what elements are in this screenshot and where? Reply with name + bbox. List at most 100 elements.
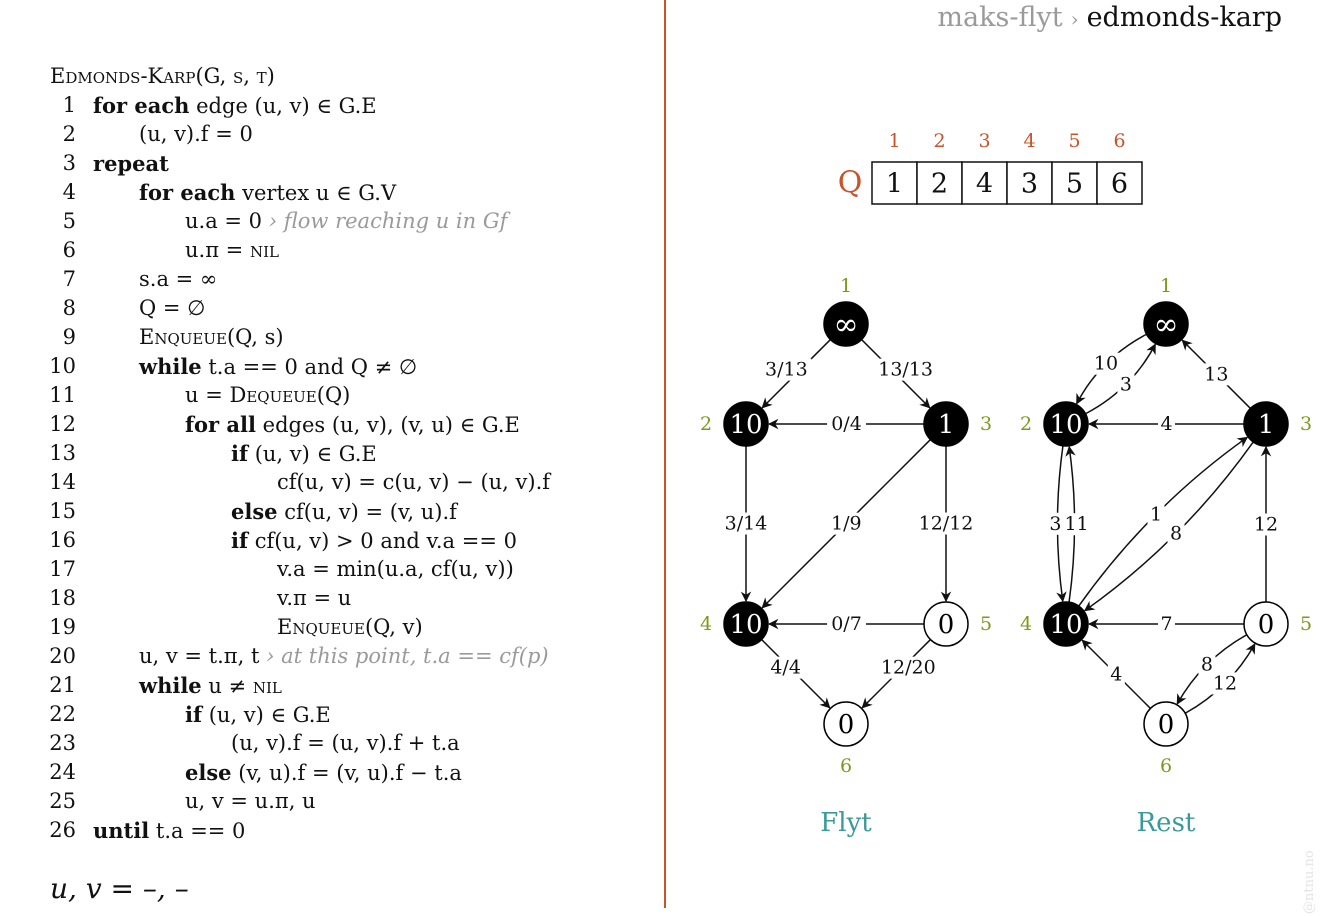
edge-label-bg <box>1107 663 1125 686</box>
edge-label: 0/4 <box>831 413 862 435</box>
queue-index: 1 <box>888 130 900 152</box>
breadcrumb-separator: › <box>1070 7 1079 31</box>
code-text: for all edges (u, v), (v, u) ∈ G.E <box>185 412 520 437</box>
node-number: 6 <box>840 755 852 777</box>
node-number: 6 <box>1160 755 1172 777</box>
line-number: 19 <box>49 615 76 639</box>
code-comment: › flow reaching u in Gf <box>262 209 508 233</box>
edge-label-bg <box>1198 653 1216 676</box>
line-number: 10 <box>49 354 76 378</box>
code-text: (u, v).f = 0 <box>139 122 253 146</box>
line-number: 24 <box>49 760 76 784</box>
line-number: 15 <box>49 499 76 523</box>
code-text: u.π = nil <box>185 238 279 262</box>
edge-label-bg <box>1252 513 1280 536</box>
node-value: 0 <box>1158 710 1175 740</box>
node-number: 4 <box>700 613 712 635</box>
queue-cell <box>916 161 963 205</box>
queue-label: Q <box>838 166 863 201</box>
queue-index: 5 <box>1068 130 1080 152</box>
edge-label: 4/4 <box>770 657 801 679</box>
edge-label-bg <box>877 656 939 679</box>
edge-label: 11 <box>1064 513 1088 535</box>
edge-label-bg <box>1167 522 1185 545</box>
node-value: ∞ <box>1154 308 1179 343</box>
line-number: 1 <box>62 93 76 117</box>
code-text: if cf(u, v) > 0 and v.a == 0 <box>231 528 517 553</box>
queue-index: 4 <box>1023 130 1035 152</box>
edge-label-bg <box>1046 512 1064 535</box>
edge-label: 3 <box>1049 513 1061 535</box>
edge-label-bg <box>1147 503 1165 526</box>
code-text: while u ≠ nil <box>139 673 282 698</box>
edge-label: 4 <box>1110 663 1122 685</box>
edge-label: 12 <box>1254 514 1278 536</box>
edge-label-bg <box>721 512 771 535</box>
queue-value: 1 <box>886 169 903 200</box>
node-number: 4 <box>1020 613 1032 635</box>
edge-label-bg <box>1092 352 1121 375</box>
graph-node <box>723 601 769 647</box>
edge-label: 3/13 <box>765 359 808 381</box>
line-number: 18 <box>49 586 76 610</box>
line-number: 12 <box>49 412 76 436</box>
queue-value: 2 <box>931 169 948 200</box>
code-comment: › at this point, t.a == cf(p) <box>259 644 549 668</box>
node-value: 0 <box>838 710 855 740</box>
graph-node <box>923 401 969 447</box>
edge-label: 12 <box>1213 672 1237 694</box>
edge-label: 1 <box>1150 503 1162 525</box>
node-number: 5 <box>980 613 992 635</box>
code-text: Enqueue(Q, s) <box>139 325 284 349</box>
line-number: 8 <box>62 296 76 320</box>
code-text: (u, v).f = (u, v).f + t.a <box>231 731 460 755</box>
node-value: 1 <box>938 410 955 440</box>
edge-label-bg <box>1062 513 1091 536</box>
node-number: 3 <box>1300 413 1312 435</box>
node-value: 0 <box>938 610 955 640</box>
uv-state: u, v = –, – <box>50 872 189 905</box>
graph-node <box>1243 601 1289 647</box>
line-number: 9 <box>62 325 76 349</box>
line-number: 23 <box>49 731 76 755</box>
edge-label-bg <box>766 656 806 679</box>
breadcrumb: maks-flyt›edmonds-karp <box>937 2 1282 33</box>
line-number: 14 <box>49 470 76 494</box>
section-divider <box>664 0 666 908</box>
code-text: cf(u, v) = c(u, v) − (u, v).f <box>277 470 551 494</box>
node-number: 2 <box>1020 413 1032 435</box>
edge-label: 8 <box>1170 523 1182 545</box>
edge-label: 12/20 <box>881 657 936 679</box>
node-number: 1 <box>840 275 852 297</box>
edge-label: 3 <box>1120 373 1132 395</box>
line-number: 6 <box>62 238 76 262</box>
line-number: 22 <box>49 702 76 726</box>
line-number: 11 <box>49 383 76 407</box>
line-number: 25 <box>49 789 76 813</box>
edge-label: 10 <box>1094 353 1118 375</box>
node-value: 10 <box>1049 610 1082 640</box>
edge-label: 13 <box>1204 363 1228 385</box>
line-number: 13 <box>49 441 76 465</box>
queue-index: 3 <box>978 130 990 152</box>
line-number: 4 <box>62 180 76 204</box>
code-text: Enqueue(Q, v) <box>277 615 423 639</box>
queue-value: 5 <box>1066 169 1083 200</box>
edge-label-bg <box>761 358 812 381</box>
line-number: 26 <box>49 818 76 842</box>
breadcrumb-parent[interactable]: maks-flyt <box>937 2 1063 33</box>
edge-label: 4 <box>1160 413 1172 435</box>
edge-label: 8 <box>1201 654 1213 676</box>
edge-label-bg <box>1202 363 1231 386</box>
code-text: s.a = ∞ <box>139 267 218 291</box>
node-value: 10 <box>1049 410 1082 440</box>
graph-caption: Flyt <box>820 808 872 838</box>
node-value: 0 <box>1258 610 1275 640</box>
queue-index: 6 <box>1113 130 1125 152</box>
code-text: u.a = 0 › flow reaching u in Gf <box>185 209 508 233</box>
line-number: 16 <box>49 528 76 552</box>
graph-node <box>723 401 769 447</box>
edge-label: 12/12 <box>919 513 974 535</box>
